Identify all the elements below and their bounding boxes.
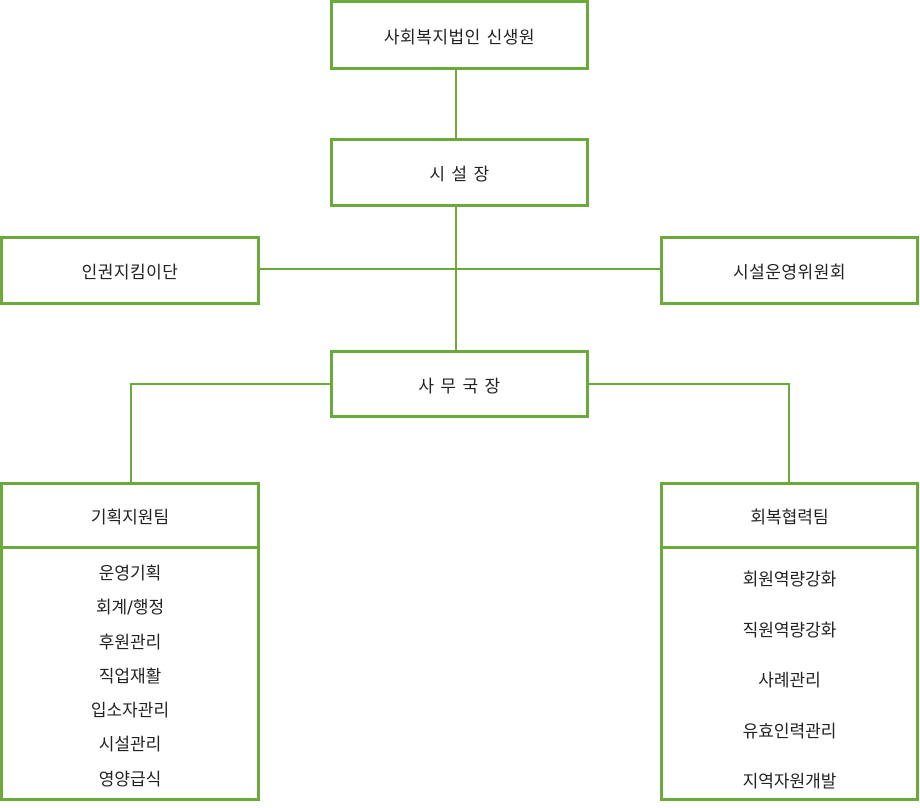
right-committee-box: 시설운영위원회 — [660, 236, 919, 305]
left-team-item: 후원관리 — [98, 632, 162, 653]
left-team-item: 직업재활 — [98, 666, 162, 687]
left-team-item: 영양급식 — [98, 769, 162, 790]
connector-secretary-right-horizontal — [588, 383, 790, 385]
connector-director-to-secretary — [455, 205, 457, 352]
secretary-box: 사 무 국 장 — [330, 350, 589, 418]
left-team-title: 기획지원팀 — [3, 485, 257, 549]
connector-secretary-right-vertical — [788, 383, 790, 485]
left-team-box: 기획지원팀 운영기획 회계/행정 후원관리 직업재활 입소자관리 시설관리 영양… — [0, 482, 260, 801]
right-team-item: 사례관리 — [758, 671, 821, 691]
left-team-item: 운영기획 — [98, 564, 162, 584]
right-team-item: 지역자원개발 — [742, 772, 837, 792]
left-team-item: 회계/행정 — [95, 598, 165, 619]
connector-top-to-director — [455, 68, 457, 140]
director-box: 시 설 장 — [330, 138, 589, 207]
left-team-item: 시설관리 — [98, 735, 162, 756]
connector-secretary-left-vertical — [130, 383, 132, 485]
org-top-box: 사회복지법인 신생원 — [330, 0, 589, 70]
left-committee-box: 인권지킴이단 — [0, 236, 260, 305]
left-team-item: 입소자관리 — [90, 701, 170, 722]
right-team-item-list: 회원역량강화 직원역량강화 사례관리 유효인력관리 지역자원개발 — [663, 549, 916, 808]
left-team-item-list: 운영기획 회계/행정 후원관리 직업재활 입소자관리 시설관리 영양급식 — [3, 549, 257, 797]
right-team-item: 직원역량강화 — [742, 620, 837, 641]
right-team-box: 회복협력팀 회원역량강화 직원역량강화 사례관리 유효인력관리 지역자원개발 — [660, 482, 919, 801]
right-team-item: 회원역량강화 — [742, 570, 837, 590]
right-team-item: 유효인력관리 — [742, 721, 837, 742]
connector-secretary-left-horizontal — [130, 383, 332, 385]
connector-committees-horizontal — [258, 268, 663, 270]
right-team-title: 회복협력팀 — [663, 485, 916, 549]
